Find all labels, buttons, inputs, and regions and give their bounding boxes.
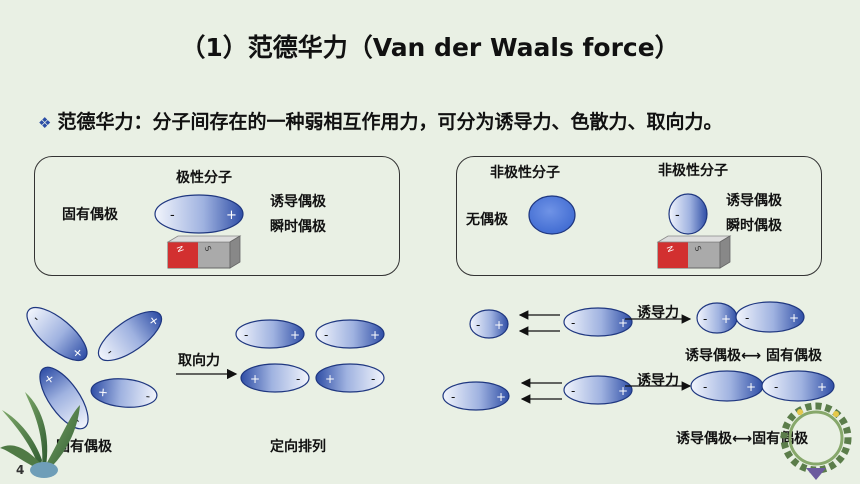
nonpolar-molecule-box xyxy=(456,156,822,276)
plus-sign: + xyxy=(290,328,300,342)
plus-sign: + xyxy=(817,380,827,394)
polar-heading: 极性分子 xyxy=(176,170,232,186)
induction-bottom-caption: 诱导偶极⟷固有偶极 xyxy=(676,431,809,447)
minus-sign: - xyxy=(451,390,455,404)
minus-sign: - xyxy=(296,372,300,386)
magnet-n-label: N xyxy=(665,245,676,254)
random-dipoles: - + - + + - + - xyxy=(26,306,163,430)
induction-row-bottom: - + - + - + - + xyxy=(442,370,835,411)
plus-sign: + xyxy=(97,385,108,400)
minus-sign: - xyxy=(170,208,175,223)
plus-sign: + xyxy=(618,316,628,330)
induction-row-top: - + - + - + - + xyxy=(469,301,805,339)
aligned-dipoles: - + - + + - + - xyxy=(235,319,385,393)
plant-decoration-left xyxy=(0,392,80,478)
minus-sign: - xyxy=(71,414,85,426)
induction-top-caption: 诱导偶极⟷ 固有偶极 xyxy=(685,348,822,364)
minus-sign: - xyxy=(675,208,680,223)
induction-bottom-label: 诱导力 xyxy=(637,373,679,389)
polar-instant-label: 瞬时偶极 xyxy=(270,219,326,235)
minus-sign: - xyxy=(476,318,480,332)
plus-sign: + xyxy=(746,380,756,394)
diamond-bullet-icon: ❖ xyxy=(38,114,52,132)
polar-molecule: - + xyxy=(154,194,244,234)
page-number: 4 xyxy=(16,463,25,477)
orientation-left-caption: 固有偶极 xyxy=(56,439,112,455)
minus-sign: - xyxy=(774,380,778,394)
magnet-icon-left: N S xyxy=(166,235,242,269)
page-title: （1）范德华力（Van der Waals force） xyxy=(180,33,680,62)
minus-sign: - xyxy=(745,311,749,325)
magnet-s-label: S xyxy=(693,245,703,253)
magnet-s-label: S xyxy=(203,245,213,253)
minus-sign: - xyxy=(703,380,707,394)
orientation-right-caption: 定向排列 xyxy=(270,439,326,455)
wreath-decoration-right xyxy=(780,402,852,480)
orientation-force-label: 取向力 xyxy=(178,353,220,369)
minus-sign: - xyxy=(104,345,116,359)
plus-sign: + xyxy=(325,372,335,386)
minus-sign: - xyxy=(571,384,575,398)
minus-sign: - xyxy=(371,372,375,386)
minus-sign: - xyxy=(145,389,151,403)
induction-top-label: 诱导力 xyxy=(637,305,679,321)
minus-sign: - xyxy=(244,328,248,342)
plus-sign: + xyxy=(789,311,799,325)
nonpolar-molecule xyxy=(528,195,576,235)
minus-sign: - xyxy=(703,312,707,326)
nonpolar-heading-right: 非极性分子 xyxy=(658,163,728,179)
magnet-n-label: N xyxy=(175,245,186,254)
definition-bullet: ❖ 范德华力：分子间存在的一种弱相互作用力，可分为诱导力、色散力、取向力。 xyxy=(38,107,722,134)
polar-intrinsic-label: 固有偶极 xyxy=(62,207,118,223)
nonpolar-heading-left: 非极性分子 xyxy=(490,165,560,181)
plus-sign: + xyxy=(496,390,506,404)
plus-sign: + xyxy=(250,372,260,386)
plus-sign: + xyxy=(494,318,504,332)
nonpolar-instant-label: 瞬时偶极 xyxy=(726,218,782,234)
minus-sign: - xyxy=(324,328,328,342)
plus-sign: + xyxy=(618,384,628,398)
definition-text: 范德华力：分子间存在的一种弱相互作用力，可分为诱导力、色散力、取向力。 xyxy=(57,111,723,133)
nonpolar-induced-label: 诱导偶极 xyxy=(726,193,782,209)
plus-sign: + xyxy=(721,312,731,326)
magnet-icon-right: N S xyxy=(656,235,732,269)
no-dipole-label: 无偶极 xyxy=(466,212,508,228)
plus-sign: + xyxy=(226,208,237,223)
polar-induced-label: 诱导偶极 xyxy=(270,194,326,210)
minus-sign: - xyxy=(571,316,575,330)
plus-sign: + xyxy=(370,328,380,342)
instant-dipole-molecule: - xyxy=(668,193,708,235)
